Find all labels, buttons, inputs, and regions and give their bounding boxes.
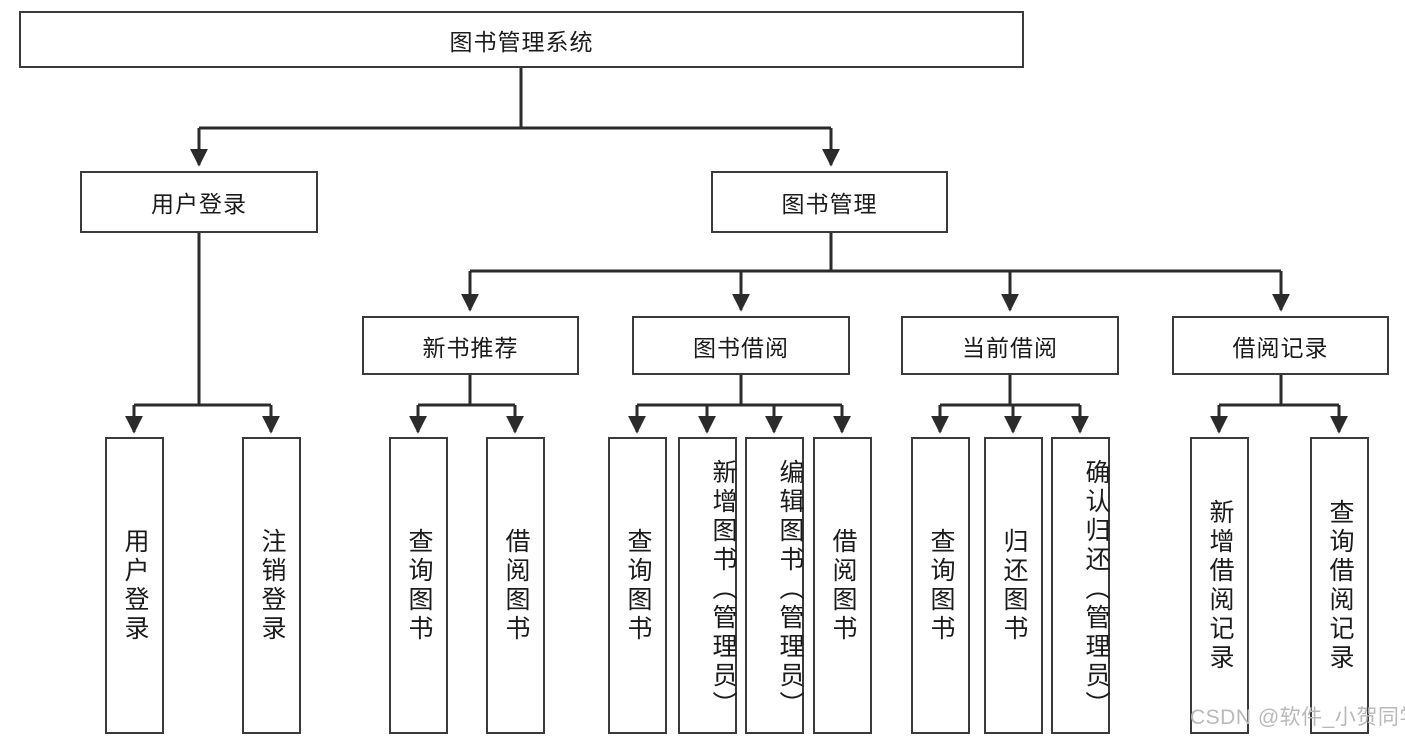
node-new-book-recommend[interactable]: 新书推荐 <box>362 316 579 375</box>
node-root-system[interactable]: 图书管理系统 <box>19 11 1024 68</box>
node-leaf-query-book-current[interactable]: 查询图书 <box>911 437 970 734</box>
node-leaf-edit-book-admin[interactable]: 编辑图书（管理员） <box>745 437 804 734</box>
csdn-watermark: CSDN @软件_小贺同学 <box>1190 706 1405 729</box>
node-book-management[interactable]: 图书管理 <box>711 171 948 233</box>
node-leaf-user-login[interactable]: 用户登录 <box>105 437 164 734</box>
node-book-borrow[interactable]: 图书借阅 <box>632 316 850 375</box>
node-user-login[interactable]: 用户登录 <box>80 171 318 233</box>
node-borrow-records[interactable]: 借阅记录 <box>1172 316 1389 375</box>
node-leaf-add-borrow-record[interactable]: 新增借阅记录 <box>1190 437 1249 734</box>
node-current-borrow[interactable]: 当前借阅 <box>901 316 1119 375</box>
node-leaf-logout[interactable]: 注销登录 <box>242 437 301 734</box>
node-leaf-query-book-borrow[interactable]: 查询图书 <box>608 437 667 734</box>
node-leaf-add-book-admin[interactable]: 新增图书（管理员） <box>678 437 737 734</box>
node-leaf-query-borrow-record[interactable]: 查询借阅记录 <box>1310 437 1369 734</box>
node-leaf-confirm-return-admin[interactable]: 确认归还（管理员） <box>1051 437 1110 734</box>
node-leaf-return-book[interactable]: 归还图书 <box>984 437 1043 734</box>
node-leaf-query-book-new[interactable]: 查询图书 <box>389 437 448 734</box>
node-leaf-borrow-book-new[interactable]: 借阅图书 <box>486 437 545 734</box>
node-leaf-borrow-book[interactable]: 借阅图书 <box>813 437 872 734</box>
